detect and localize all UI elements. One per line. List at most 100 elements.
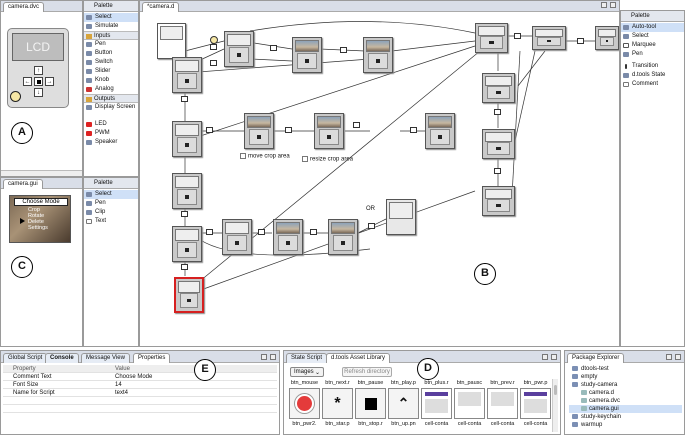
transition-marker[interactable] [340,47,347,53]
minimize-button[interactable] [261,354,267,360]
palette-input-pen[interactable]: Pen [84,40,138,49]
dpad-center[interactable] [34,77,43,86]
palette-marquee[interactable]: Marquee [621,41,684,50]
transition-marker[interactable] [210,60,217,66]
state-node-photo[interactable] [425,113,455,149]
transition-marker[interactable] [514,33,521,39]
state-node[interactable] [482,129,515,159]
transition-marker[interactable] [258,229,265,235]
palette-output-speaker[interactable]: Speaker [84,138,138,147]
table-row[interactable]: Font Size 14 [3,381,277,389]
transition-marker[interactable] [494,168,501,174]
dpad-right[interactable]: → [45,77,54,86]
dpad-up[interactable]: ↑ [34,66,43,75]
dpad-left[interactable]: ← [23,77,32,86]
palette-tool-select[interactable]: Select [84,13,138,22]
tab-camera-gui[interactable]: camera.gui [3,179,43,189]
tab-console[interactable]: Console [45,353,79,363]
tree-item-study-camera[interactable]: study-camera [569,381,682,389]
tree-item-camera-dvc[interactable]: camera.dvc [569,397,682,405]
transition-marker[interactable] [181,96,188,102]
tree-item-empty[interactable]: empty [569,373,682,381]
asset-cell-container[interactable] [421,388,452,419]
state-node[interactable] [224,31,254,67]
refresh-directory-button[interactable]: Refresh directory [342,367,392,377]
tab-camera-d[interactable]: *camera.d [142,2,180,12]
tab-global-script[interactable]: Global Script [3,353,48,363]
state-node-photo[interactable] [314,113,344,149]
palette-output-pwm[interactable]: PWM [84,129,138,138]
asset-up-button[interactable]: ⌃ [388,388,419,419]
transition-marker[interactable] [206,229,213,235]
palette-output-led[interactable]: LED [84,120,138,129]
asset-stop-button[interactable] [355,388,386,419]
tab-state-script[interactable]: State Script [286,353,328,363]
gui-palette-text[interactable]: Text [84,217,138,226]
transition-marker[interactable] [577,38,584,44]
dpad-down[interactable]: ↓ [34,88,43,97]
palette-tool-simulate[interactable]: Simulate [84,22,138,31]
state-node[interactable] [532,26,566,50]
state-node[interactable] [172,57,202,93]
maximize-button[interactable] [610,2,616,8]
tab-properties[interactable]: Properties [133,353,171,363]
transition-marker[interactable] [353,122,360,128]
state-node[interactable] [172,173,202,209]
state-node[interactable] [172,226,202,262]
palette-input-switch[interactable]: Switch [84,58,138,67]
state-node-photo[interactable] [292,37,322,73]
state-node-error[interactable] [174,277,204,313]
transition-marker[interactable] [285,127,292,133]
transition-marker[interactable] [368,223,375,229]
palette-dtools-state[interactable]: d.tools State [621,71,684,80]
transition-marker[interactable] [181,211,188,217]
transition-marker[interactable] [210,44,217,50]
state-node[interactable] [482,186,515,216]
asset-cell-container[interactable] [520,388,551,419]
state-node[interactable] [386,199,416,235]
minimize-button[interactable] [542,354,548,360]
palette-input-knob[interactable]: Knob [84,76,138,85]
transition-marker[interactable] [206,127,213,133]
maximize-button[interactable] [551,354,557,360]
state-node-photo[interactable] [273,219,303,255]
state-node[interactable] [172,121,202,157]
palette-auto-tool[interactable]: Auto-tool [621,23,684,32]
tab-message-view[interactable]: Message View [81,353,130,363]
lcd-screen[interactable]: LCD [12,33,64,61]
gui-screen[interactable]: Choose Mode Crop Rotate Delete Settings [9,195,71,243]
palette-output-display[interactable]: Display Screen [84,103,138,120]
minimize-button[interactable] [666,354,672,360]
palette-comment[interactable]: Comment [621,80,684,89]
asset-cell-container[interactable] [454,388,485,419]
tree-item-dtools-test[interactable]: dtools-test [569,365,682,373]
images-dropdown[interactable]: Images⌄ [290,367,324,377]
transition-marker[interactable] [181,264,188,270]
tab-asset-library[interactable]: d.tools Asset Library [326,353,391,363]
tree-item-camera-gui[interactable]: camera.gui [569,405,682,413]
table-row[interactable]: Comment Text Choose Mode [3,373,277,381]
palette-pen[interactable]: Pen [621,50,684,59]
state-start[interactable] [157,23,186,59]
asset-record-button[interactable] [289,388,320,419]
transition-marker[interactable] [270,45,277,51]
state-node[interactable] [482,73,515,103]
tab-package-explorer[interactable]: Package Explorer [567,353,625,363]
palette-input-analog[interactable]: Analog [84,85,138,94]
transition-marker[interactable] [410,127,417,133]
state-node-photo[interactable] [244,113,274,149]
transition-marker[interactable] [494,109,501,115]
maximize-button[interactable] [675,354,681,360]
palette-input-button[interactable]: Button [84,49,138,58]
palette-input-slider[interactable]: Slider [84,67,138,76]
menu-item-delete[interactable]: Delete [28,219,44,225]
tree-item-study-keychain[interactable]: study-keychain [569,413,682,421]
palette-inputs-header[interactable]: Inputs [84,31,138,40]
tree-item-camera-d[interactable]: camera.d [569,389,682,397]
state-node-photo[interactable] [328,219,358,255]
horizontal-scrollbar[interactable] [1,170,82,176]
menu-item-rotate[interactable]: Rotate [28,213,45,219]
minimize-button[interactable] [601,2,607,8]
gui-palette-clip[interactable]: Clip [84,208,138,217]
asset-cell-container[interactable] [487,388,518,419]
